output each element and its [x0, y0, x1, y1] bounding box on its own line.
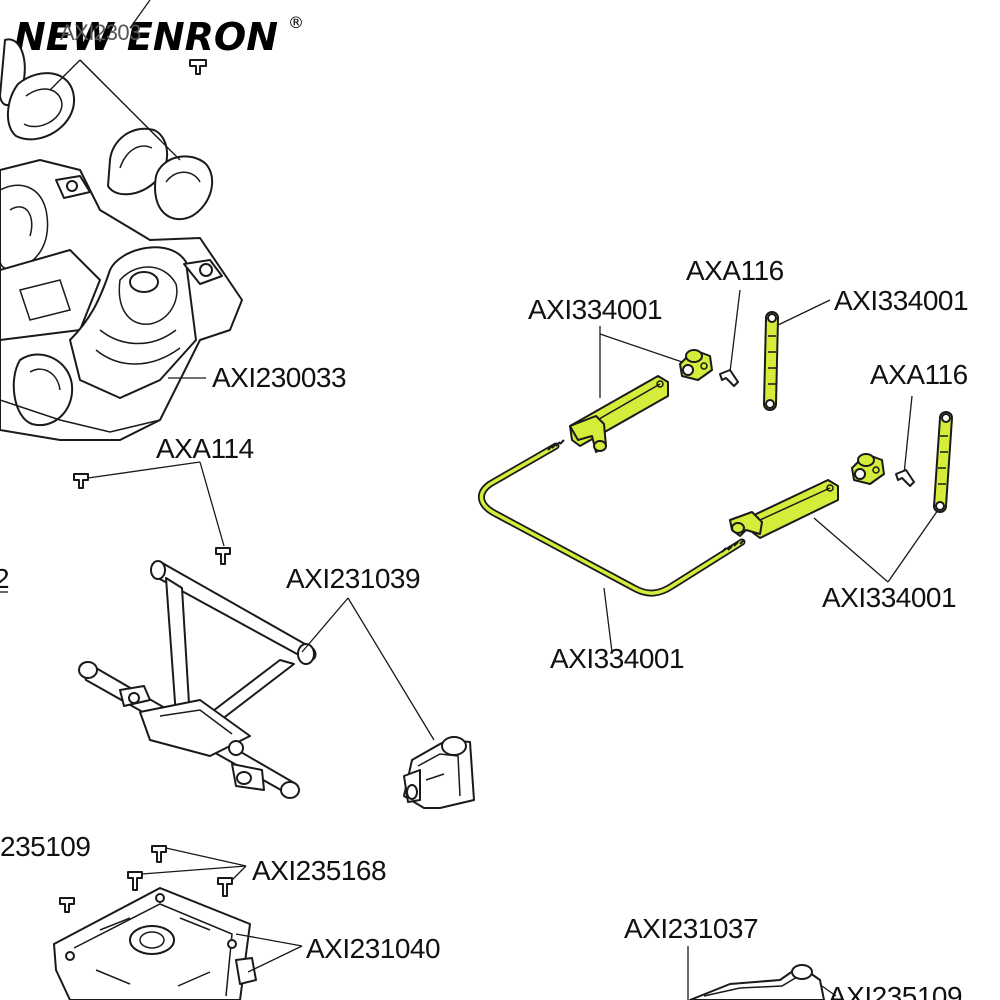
- sway-bar-link-lower: [933, 411, 953, 513]
- label-axi230033: AXI230033: [212, 362, 346, 393]
- label-axi334001-a: AXI334001: [528, 294, 662, 325]
- sway-bar-wire-part: [478, 439, 746, 597]
- sway-bar-leaders: [599, 289, 939, 653]
- sway-bar-pivot-upper: [679, 349, 713, 381]
- sway-bar-arm-upper: [569, 375, 669, 453]
- label-top-left-partial: AXI2303: [60, 20, 141, 45]
- leader-axi231039-b: [347, 597, 435, 741]
- leader-axi231039-a: [301, 597, 349, 653]
- label-axi235168: AXI235168: [252, 855, 386, 886]
- sway-bar-arm-lower: [729, 479, 839, 539]
- sway-bar-link-upper: [763, 311, 779, 411]
- label-left-edge-partial: 2: [0, 563, 9, 594]
- label-axi231037: AXI231037: [624, 913, 758, 944]
- bumper-mount-clip-part: [403, 736, 475, 809]
- skid-plate-part: [53, 887, 257, 1000]
- label-axa116-a: AXA116: [686, 255, 784, 286]
- sway-bar-pivot-lower: [851, 453, 885, 485]
- axa114-screws: [73, 461, 231, 565]
- leader-axi235109-right: [821, 985, 837, 997]
- label-axi334001-wire: AXI334001: [550, 643, 684, 674]
- brand-logo-text: NEW ENRON: [14, 15, 278, 59]
- axi235168-screws: [59, 845, 247, 913]
- a-frame-bracket-part: [78, 560, 317, 799]
- label-axi231040: AXI231040: [306, 933, 440, 964]
- seat-shells-group: [0, 0, 214, 221]
- leader-axi231040-b: [247, 945, 303, 973]
- label-235109-left: 235109: [0, 831, 90, 862]
- label-axi235109-right: AXI235109: [828, 981, 962, 1000]
- label-axa116-b: AXA116: [870, 359, 968, 390]
- label-axi231039: AXI231039: [286, 563, 420, 594]
- body-tub-part: [0, 159, 243, 441]
- front-bumper-part-partial: [689, 964, 825, 1000]
- registered-mark: ®: [288, 13, 304, 32]
- label-axi334001-c: AXI334001: [822, 582, 956, 613]
- label-axi334001-b: AXI334001: [834, 285, 968, 316]
- label-axa114: AXA114: [156, 433, 254, 464]
- leader-axi231040-a: [235, 933, 303, 947]
- axa116-screws: [719, 369, 915, 487]
